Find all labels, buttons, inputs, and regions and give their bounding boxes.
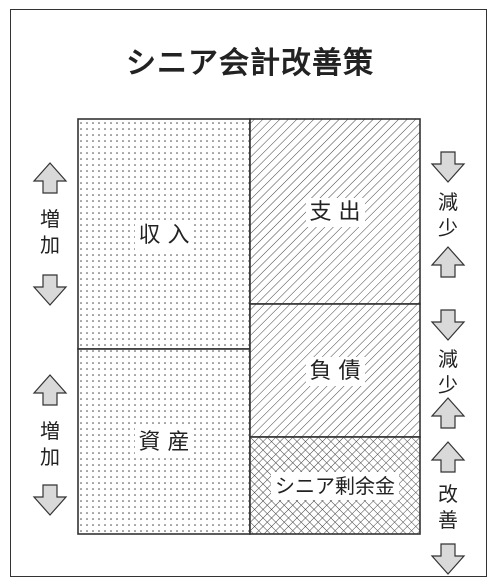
arrow-down-icon xyxy=(32,274,68,306)
liability-label: 負 債 xyxy=(250,357,420,386)
expense-label: 支 出 xyxy=(250,198,420,227)
right-top-change-label: 減 少 xyxy=(438,190,458,240)
arrow-down-icon xyxy=(430,543,466,575)
arrow-up-icon xyxy=(32,374,68,406)
arrow-up-icon xyxy=(430,397,466,429)
arrow-down-icon xyxy=(430,309,466,341)
arrow-down-icon xyxy=(430,151,466,183)
assets-label: 資 産 xyxy=(78,428,250,457)
left-bottom-change-label: 増 加 xyxy=(40,419,60,469)
senior-surplus-label: シニア剰余金 xyxy=(250,472,420,500)
right-bottom-change-label: 改 善 xyxy=(438,482,458,532)
left-top-change-label: 増 加 xyxy=(40,207,60,257)
page-title: シニア会計改善策 xyxy=(126,46,374,81)
arrow-up-icon xyxy=(430,246,466,278)
outer-frame xyxy=(10,9,487,577)
arrow-up-icon xyxy=(430,441,466,473)
arrow-up-icon xyxy=(32,162,68,194)
arrow-down-icon xyxy=(32,484,68,516)
right-middle-change-label: 減 少 xyxy=(438,347,458,397)
income-label: 収 入 xyxy=(78,221,250,250)
